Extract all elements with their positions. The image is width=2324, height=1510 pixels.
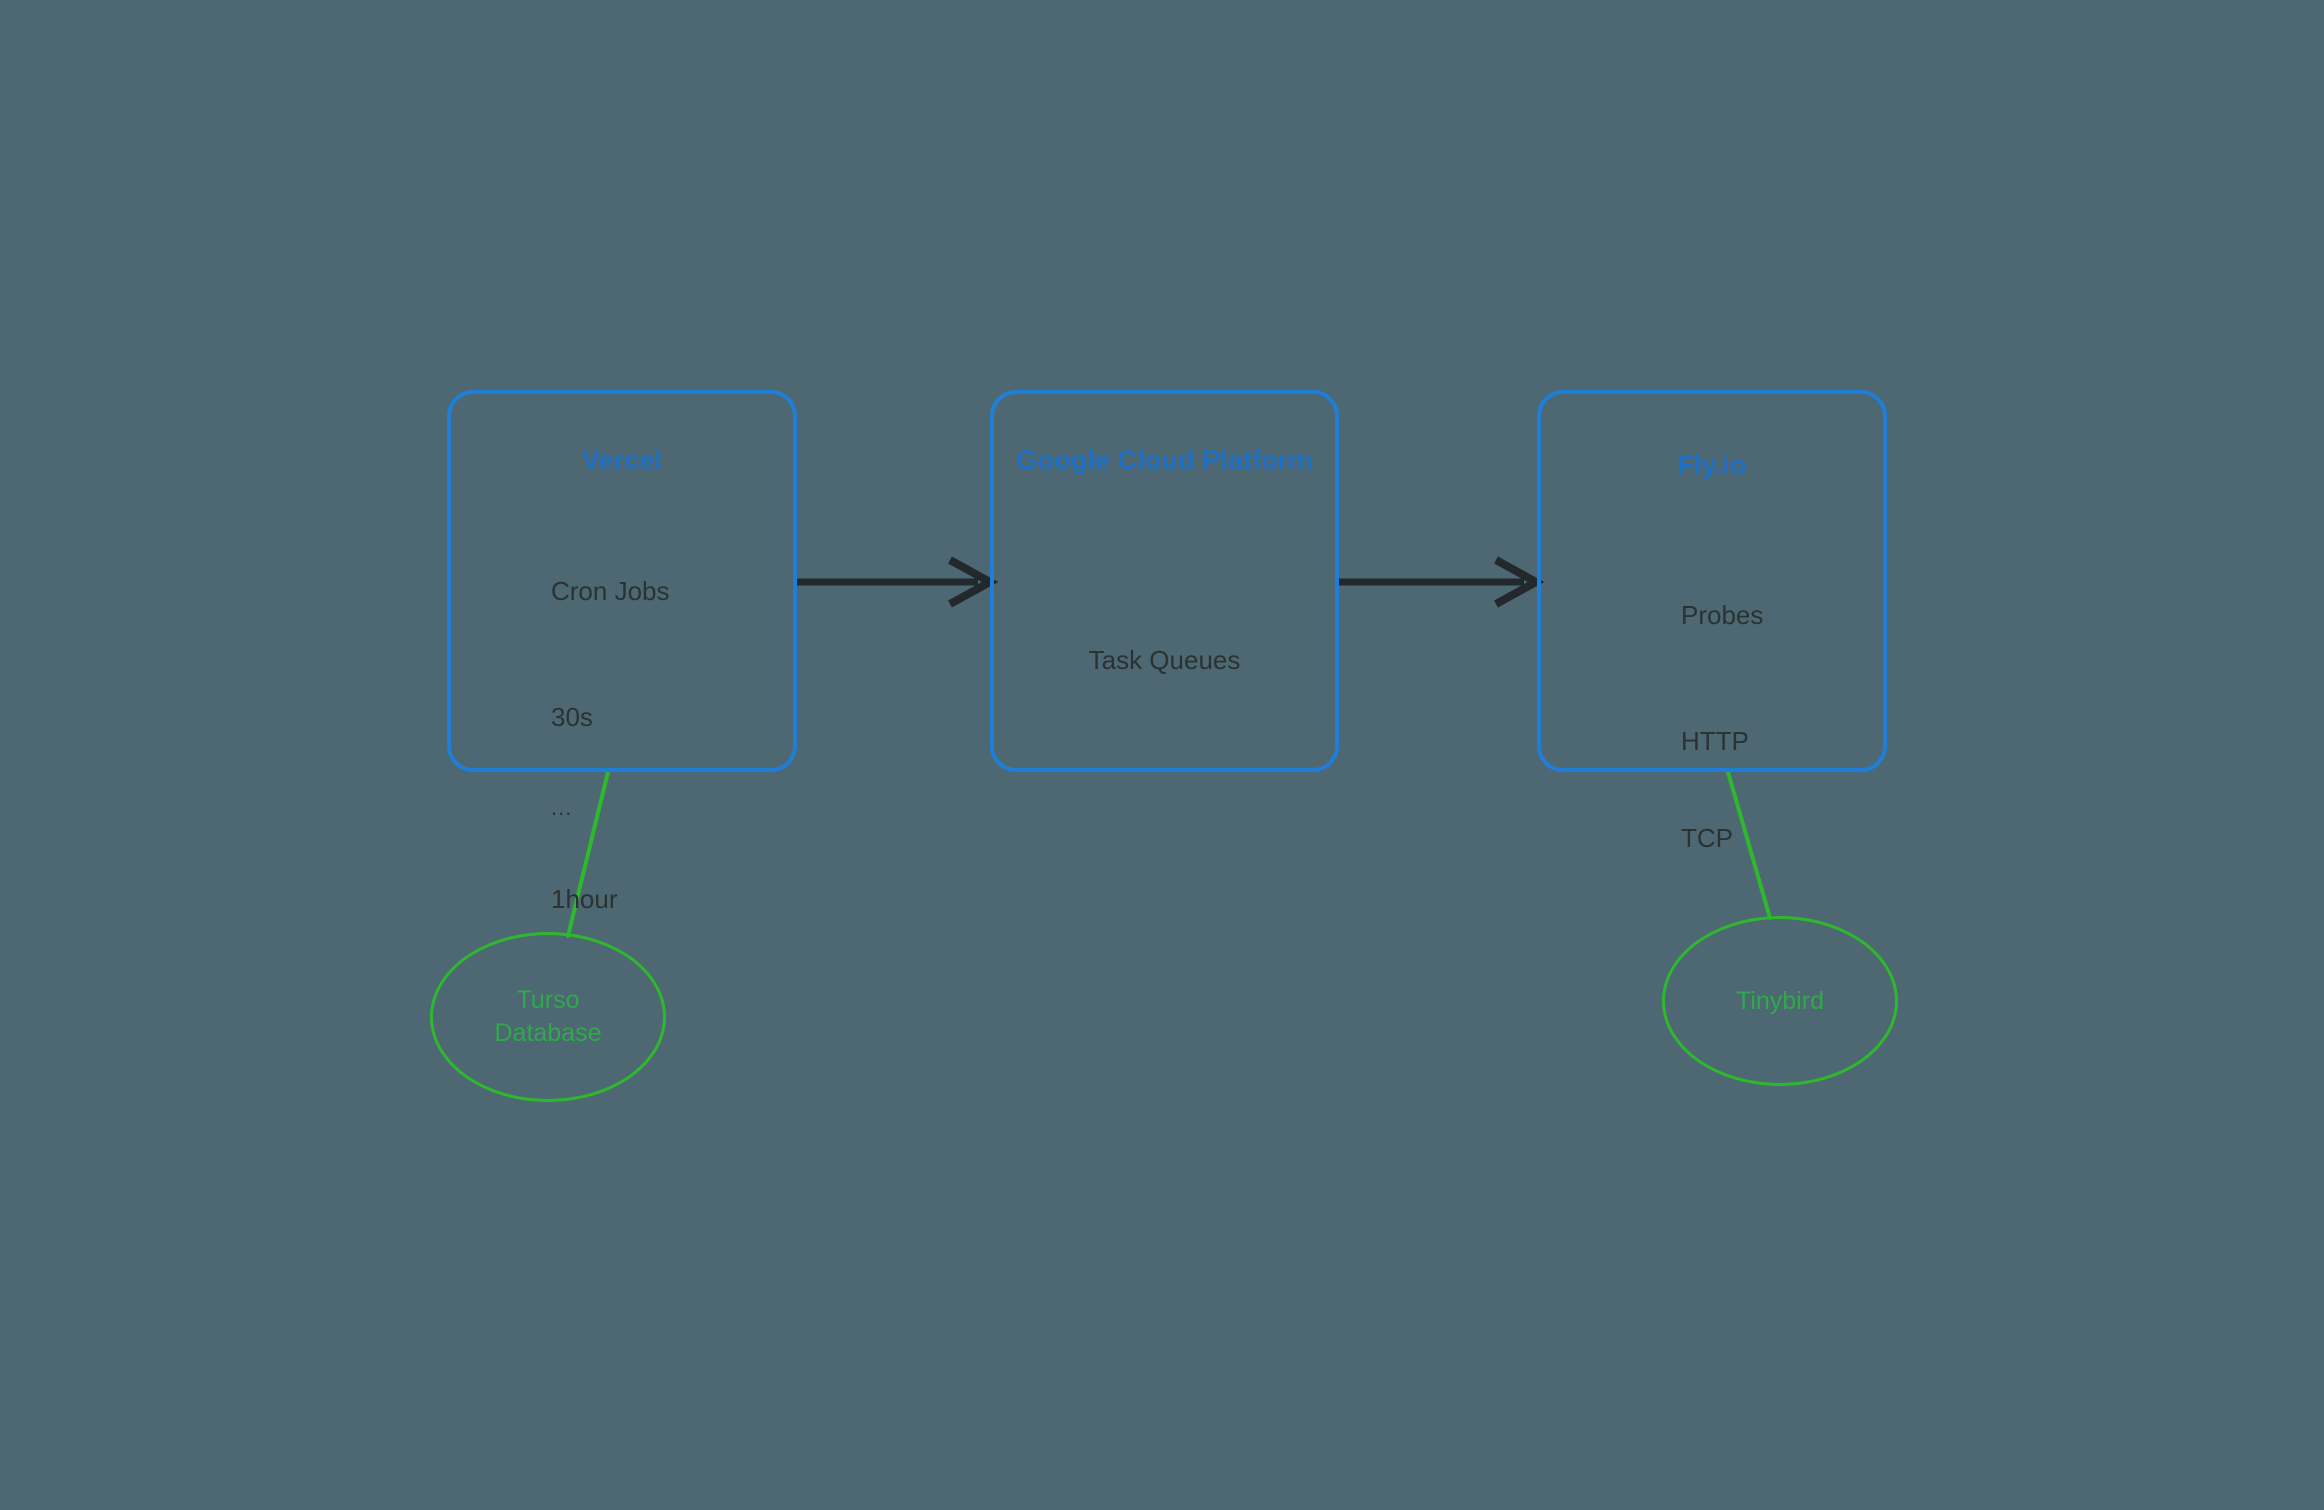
node-flyio[interactable]: Fly.io Probes HTTP TCP	[1537, 390, 1887, 853]
node-gcp-body: Task Queues	[994, 579, 1335, 742]
node-flyio-body-line-2: TCP	[1681, 823, 1733, 853]
edge-gcp-to-flyio	[1339, 556, 1545, 608]
node-tinybird[interactable]: Tinybird	[1662, 916, 1898, 1086]
node-vercel-body: Cron Jobs 30s ... 1hour	[551, 510, 670, 980]
node-gcp-body-line-0: Task Queues	[1088, 645, 1241, 675]
node-turso[interactable]: Turso Database	[430, 932, 666, 1102]
node-vercel-title: Vercel	[581, 445, 663, 475]
edge-vercel-to-gcp	[796, 556, 999, 608]
node-tinybird-label: Tinybird	[1736, 986, 1824, 1015]
node-turso-label: Turso Database	[494, 986, 602, 1047]
node-vercel[interactable]: Vercel Cron Jobs 30s ... 1hour	[447, 390, 797, 914]
node-flyio-body-line-0: Probes	[1681, 600, 1764, 630]
node-gcp[interactable]: Google Cloud Platform Task Queues	[990, 390, 1339, 772]
node-flyio-title: Fly.io	[1677, 450, 1747, 480]
node-vercel-body-line-3: 1hour	[551, 883, 618, 914]
node-vercel-body-line-1: 30s	[551, 701, 593, 732]
node-vercel-body-line-2: ...	[551, 795, 573, 820]
node-gcp-title: Google Cloud Platform	[1016, 445, 1313, 475]
node-flyio-body-line-1: HTTP	[1681, 725, 1749, 756]
node-flyio-body: Probes HTTP TCP	[1681, 534, 1763, 920]
node-vercel-body-line-0: Cron Jobs	[551, 576, 670, 606]
